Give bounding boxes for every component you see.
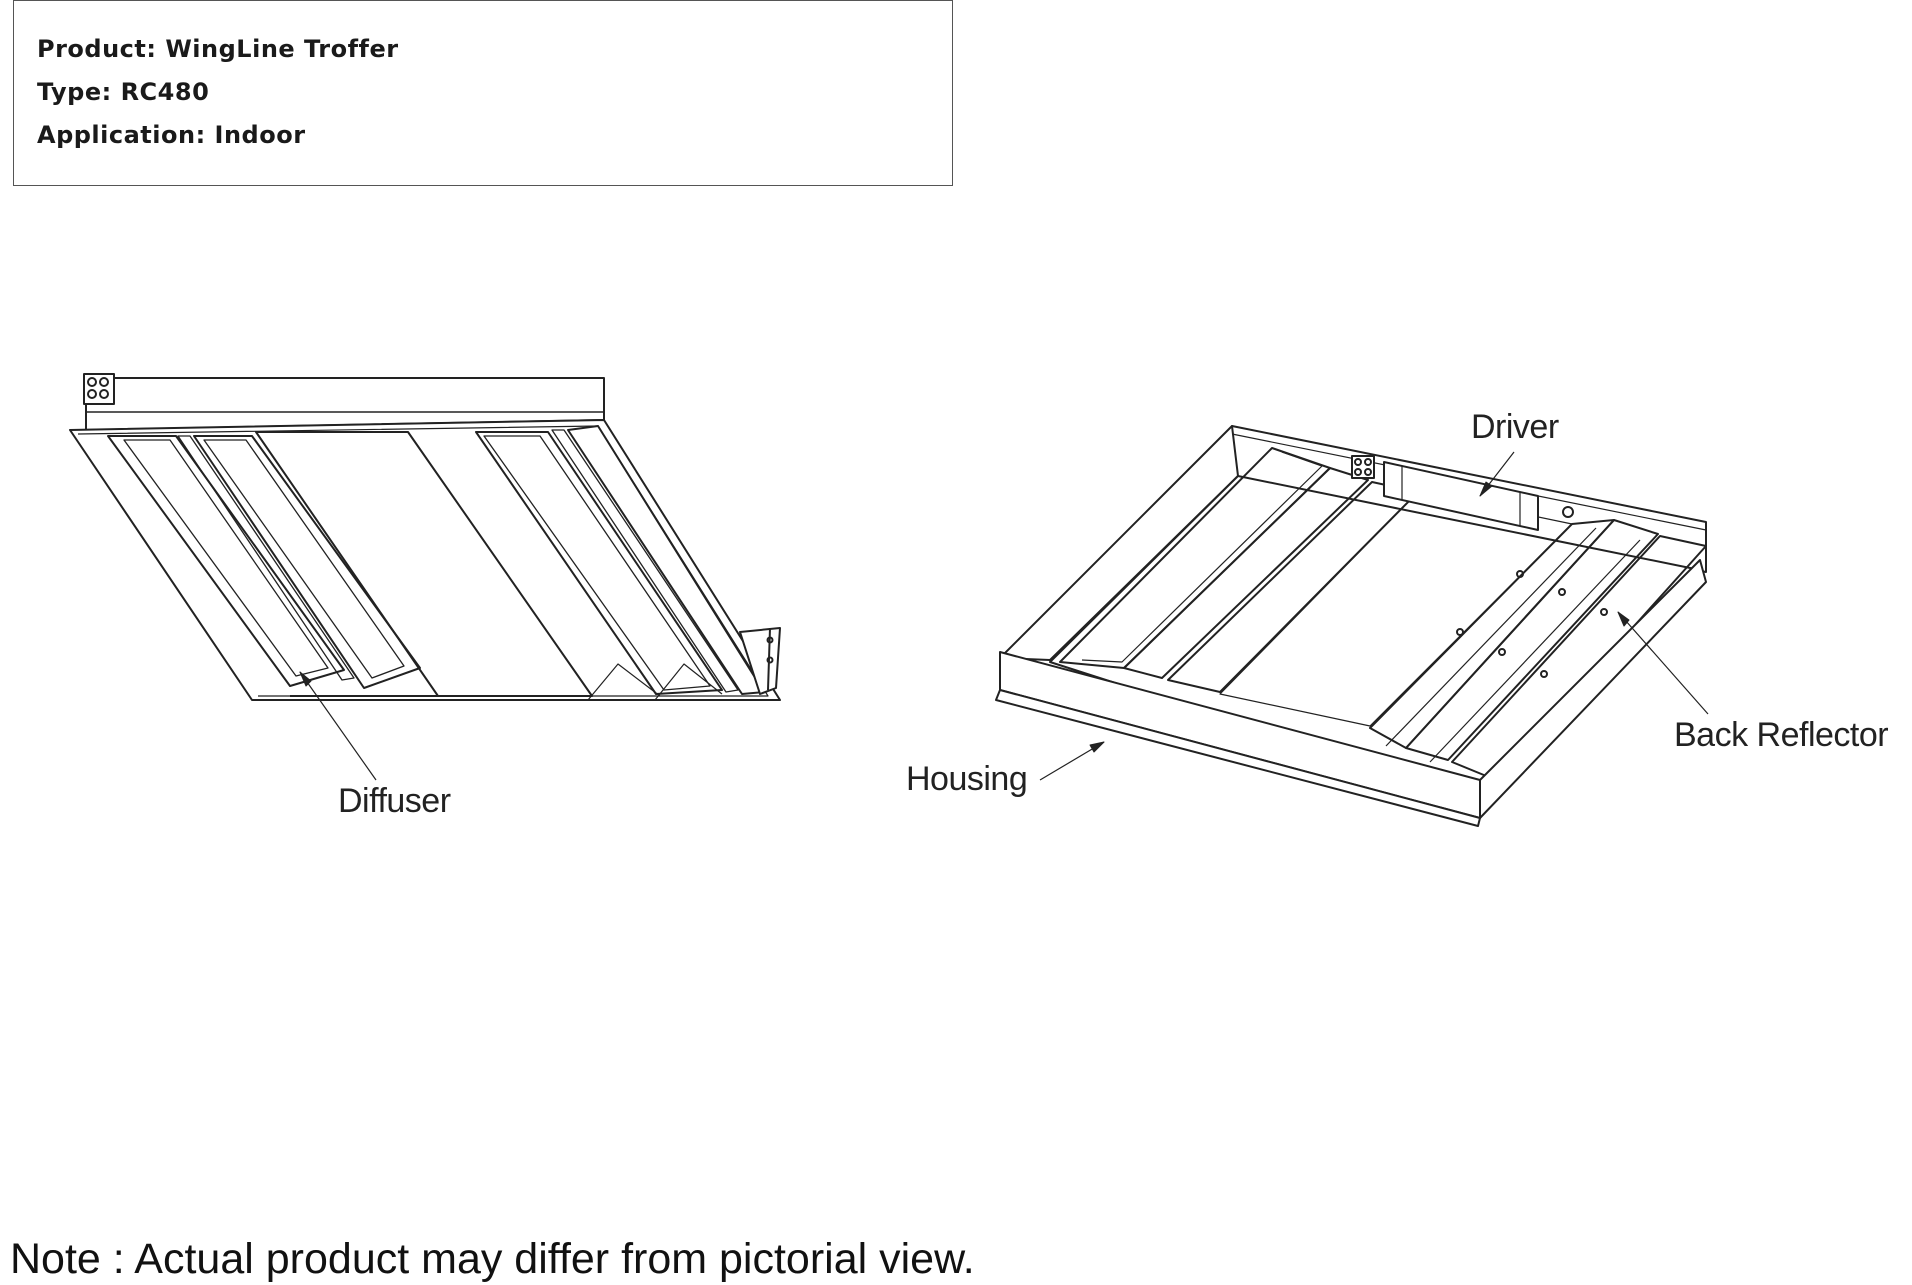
product-info-box: Product: WingLine Troffer Type: RC480 Ap… — [13, 0, 953, 186]
callout-housing: Housing — [906, 760, 1028, 798]
connector-block-right — [1351, 455, 1375, 479]
callout-driver: Driver — [1471, 408, 1559, 446]
diffuser-wing-left-inner — [193, 435, 421, 689]
back-reflector-leader — [1617, 611, 1709, 715]
diffuser-wing-left — [107, 435, 345, 687]
callout-diffuser: Diffuser — [338, 782, 451, 820]
callout-back-reflector: Back Reflector — [1674, 716, 1889, 754]
product-name: Product: WingLine Troffer — [37, 35, 399, 63]
diffuser-leader — [299, 671, 377, 781]
troffer-bottom-view — [69, 373, 781, 701]
product-type: Type: RC480 — [37, 78, 210, 106]
product-application: Application: Indoor — [37, 121, 306, 149]
back-reflector-right — [1405, 519, 1659, 761]
disclaimer-note: Note : Actual product may differ from pi… — [10, 1235, 975, 1283]
troffer-top-view — [995, 425, 1707, 827]
diffuser-wing-right — [475, 431, 723, 695]
